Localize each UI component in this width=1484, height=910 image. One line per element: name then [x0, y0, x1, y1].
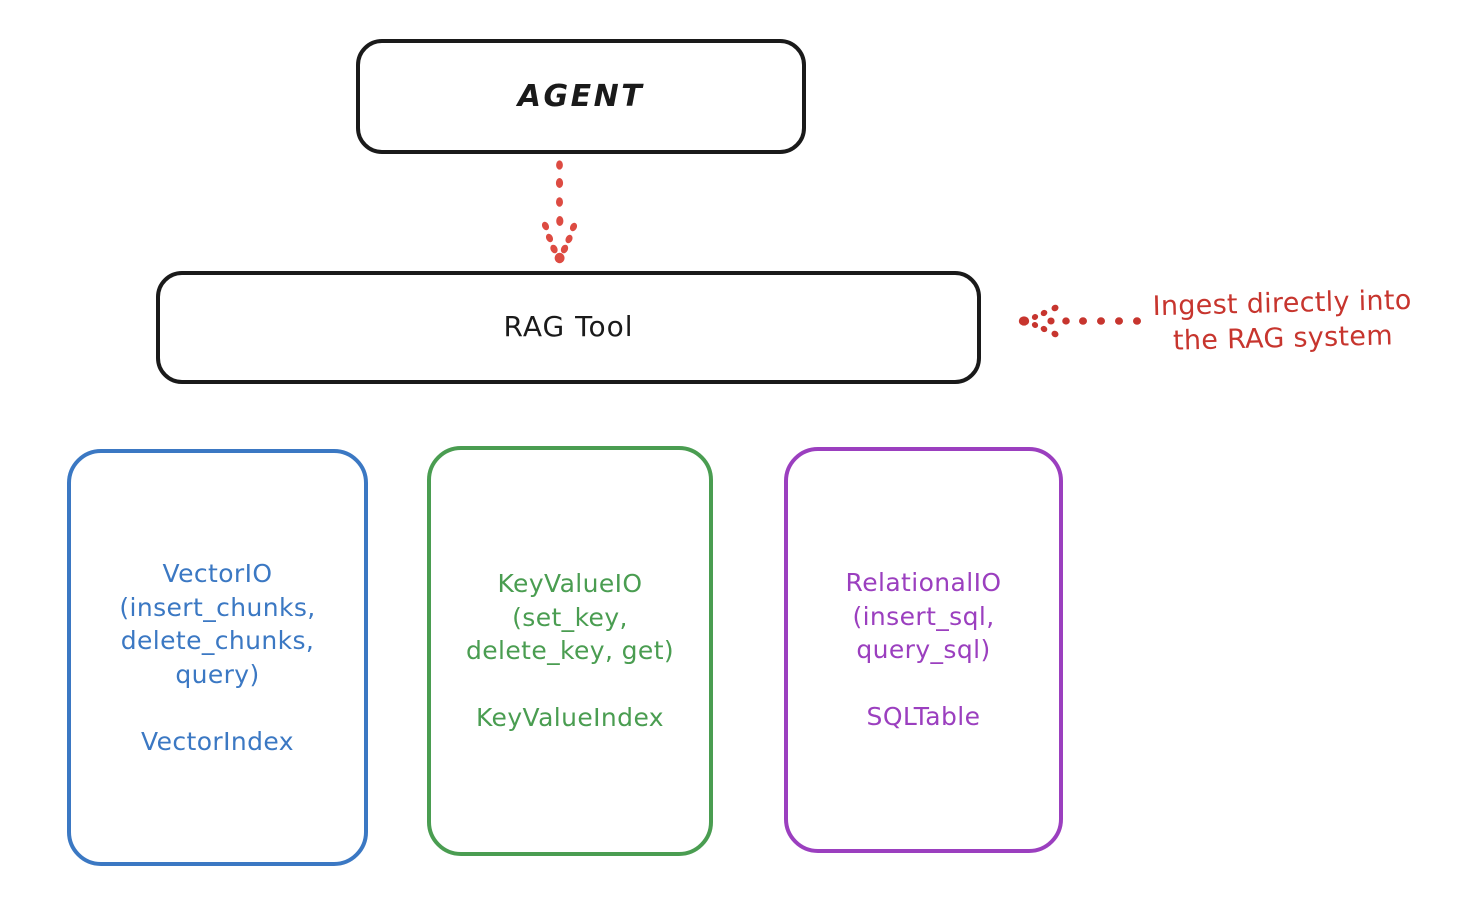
node-key-value-io-label: KeyValueIO (set_key, delete_key, get) Ke… [465, 569, 675, 733]
node-vector-io-label: VectorIO (insert_chunks, delete_chunks, … [119, 559, 316, 756]
dotted-down-arrow-icon [541, 160, 578, 264]
connector-agent-to-rag-tool [520, 158, 600, 268]
node-agent[interactable]: AGENT [356, 39, 806, 154]
node-key-value-io[interactable]: KeyValueIO (set_key, delete_key, get) Ke… [427, 446, 713, 856]
node-rag-tool[interactable]: RAG Tool [156, 271, 981, 384]
node-relational-io[interactable]: RelationalIO (insert_sql, query_sql) SQL… [784, 447, 1063, 853]
node-rag-tool-label: RAG Tool [503, 310, 634, 344]
node-vector-io[interactable]: VectorIO (insert_chunks, delete_chunks, … [67, 449, 368, 866]
annotation-ingest-label: Ingest directly into the RAG system [1152, 284, 1412, 357]
node-relational-io-label: RelationalIO (insert_sql, query_sql) SQL… [845, 568, 1002, 732]
annotation-ingest: Ingest directly into the RAG system [1018, 276, 1478, 366]
dotted-left-arrow-icon [1018, 304, 1141, 338]
node-agent-label: AGENT [517, 79, 645, 114]
